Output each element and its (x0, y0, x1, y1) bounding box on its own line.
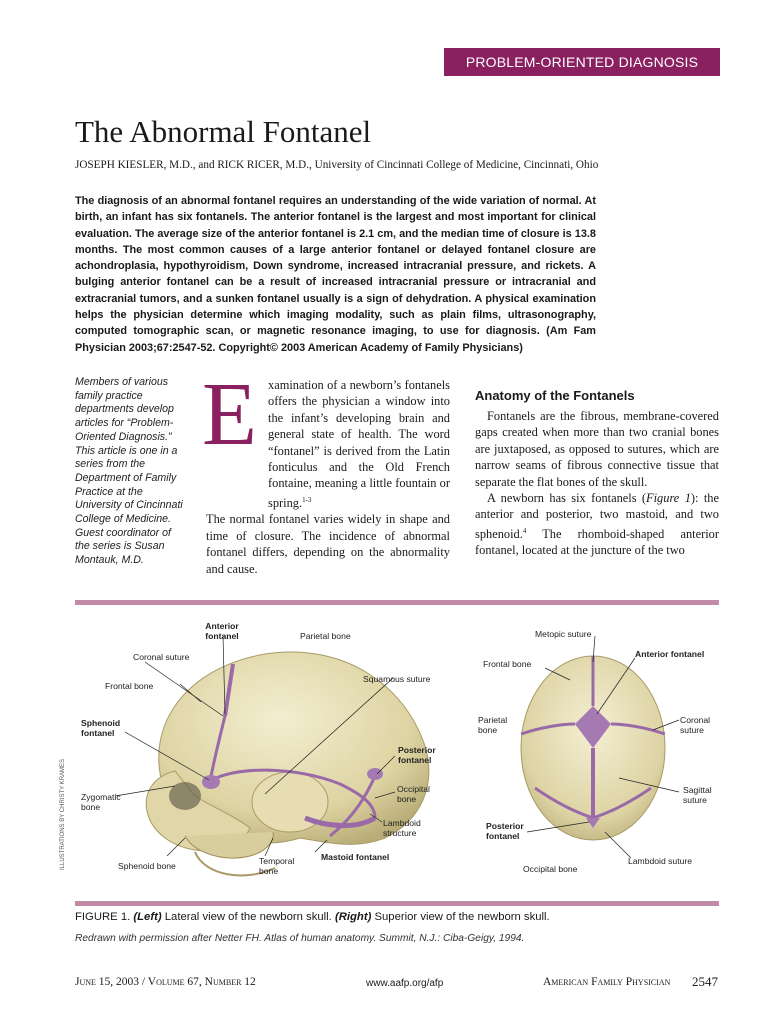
caption-label: FIGURE 1. (75, 911, 131, 923)
paragraph-variation: The normal fontanel varies widely in sha… (206, 512, 450, 576)
paragraph-definition: Fontanels are the fibrous, membrane-cove… (475, 409, 719, 489)
label-squamous-suture: Squamous suture (363, 674, 431, 684)
figure-top-rule (75, 600, 719, 605)
text-run: The rhomboid-shaped anterior fontanel, l… (475, 526, 719, 558)
label-posterior-fontanel-lateral: Posterior fontanel (398, 745, 436, 765)
footer-issue: June 15, 2003 / Volume 67, Number 12 (75, 976, 256, 988)
label-parietal-bone-superior: Parietal bone (478, 715, 508, 735)
citation-sup: 1-3 (302, 495, 312, 504)
caption-left-text: Lateral view of the newborn skull. (164, 911, 332, 923)
label-sphenoid-bone: Sphenoid bone (118, 861, 176, 871)
label-metopic-suture: Metopic suture (535, 629, 592, 639)
section-banner: PROBLEM-ORIENTED DIAGNOSIS (444, 48, 720, 76)
lateral-skull (145, 651, 430, 877)
body-column-2: Fontanels are the fibrous, membrane-cove… (475, 408, 719, 559)
illustration-credit: ILLUSTRATIONS BY CHRISTY KRAMES (60, 758, 66, 870)
label-frontal-bone-superior: Frontal bone (483, 659, 532, 669)
body-column-1: xamination of a newborn’s fontanels offe… (206, 377, 450, 577)
caption-right-text: Superior view of the newborn skull. (374, 911, 550, 923)
footer-journal: American Family Physician (543, 976, 671, 988)
citation-sup: 4 (522, 526, 527, 535)
abstract: The diagnosis of an abnormal fontanel re… (75, 195, 596, 354)
figure-reference[interactable]: Figure 1 (646, 491, 691, 506)
text-run: A newborn has six fontanels ( (487, 491, 647, 506)
drop-cap: E (202, 365, 257, 464)
caption-left-tag: (Left) (133, 911, 162, 923)
label-coronal-suture-superior: Coronal suture (680, 715, 711, 735)
text-run: ): the anterior and posterior, two masto… (475, 491, 719, 541)
superior-skull (520, 655, 666, 841)
figure-caption: FIGURE 1. (Left) Lateral view of the new… (75, 911, 550, 923)
label-sphenoid-fontanel: Sphenoid fontanel (81, 718, 121, 738)
figure-illustration (114, 635, 680, 877)
label-temporal-bone: Temporal bone (259, 856, 295, 876)
figure-source: Redrawn with permission after Netter FH.… (75, 933, 525, 944)
label-sagittal-suture: Sagittal suture (683, 785, 712, 805)
caption-right-tag: (Right) (334, 911, 372, 923)
series-note: Members of various family practice depar… (75, 376, 183, 567)
paragraph-six-fontanels: A newborn has six fontanels (Figure 1): … (475, 490, 719, 559)
label-lambdoid-suture: Lambdoid suture (628, 856, 693, 866)
label-mastoid-fontanel: Mastoid fontanel (321, 852, 390, 862)
label-coronal-suture: Coronal suture (133, 652, 190, 662)
article-authors: JOSEPH KIESLER, M.D., and RICK RICER, M.… (75, 159, 599, 171)
label-frontal-bone-lateral: Frontal bone (105, 681, 154, 691)
label-posterior-fontanel-superior: Posterior fontanel (486, 821, 524, 841)
label-anterior-fontanel: Anterior fontanel (205, 621, 239, 641)
label-occipital-bone-superior: Occipital bone (523, 864, 578, 874)
paragraph-intro: xamination of a newborn’s fontanels offe… (206, 377, 450, 511)
label-parietal-bone: Parietal bone (300, 631, 351, 641)
leader-lines (114, 635, 680, 859)
section-heading: Anatomy of the Fontanels (475, 388, 635, 403)
page-number: 2547 (692, 974, 718, 989)
label-anterior-fontanel-superior: Anterior fontanel (635, 649, 705, 659)
label-zygomatic-bone: Zygomatic bone (81, 792, 121, 812)
label-lambdoid-structure: Lambdoid structure (383, 818, 421, 838)
label-occipital-bone-lateral: Occipital bone (397, 784, 430, 804)
paragraph-intro-text: xamination of a newborn’s fontanels offe… (268, 378, 450, 510)
article-title: The Abnormal Fontanel (75, 114, 372, 149)
figure-bottom-rule (75, 901, 719, 906)
footer-url[interactable]: www.aafp.org/afp (366, 978, 444, 989)
